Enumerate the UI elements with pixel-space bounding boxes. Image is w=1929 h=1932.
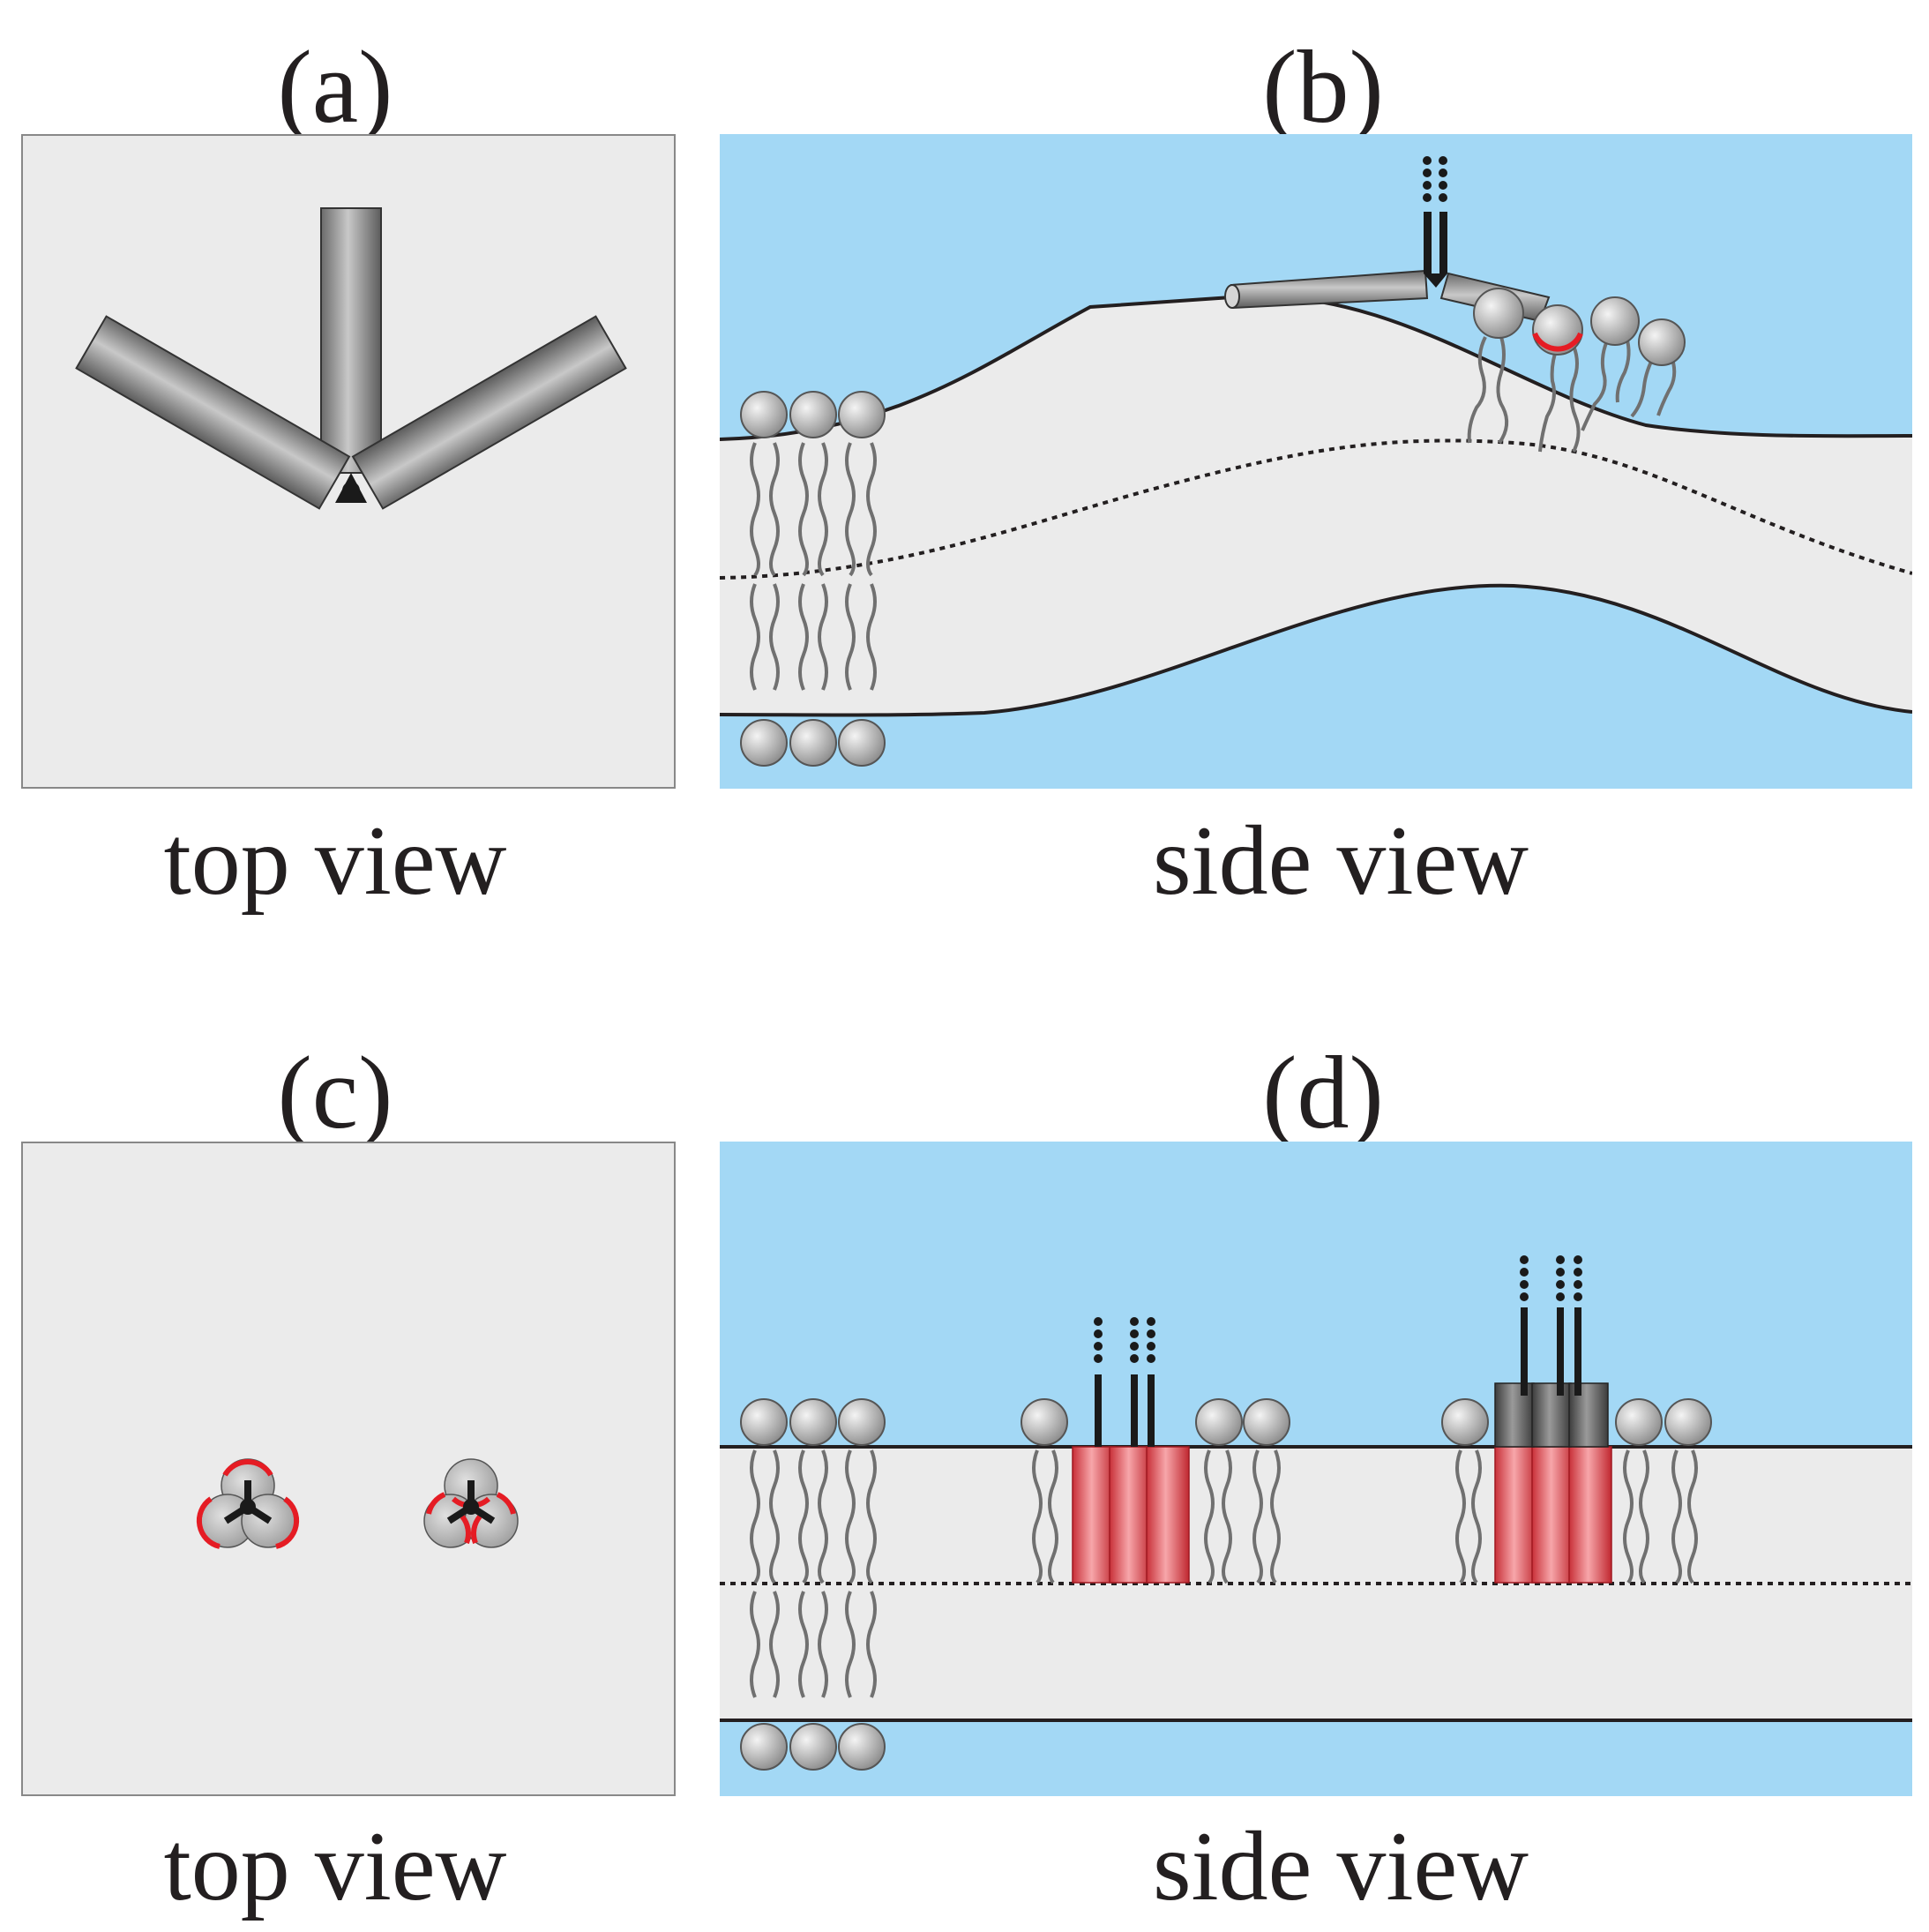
panel-d-side-view bbox=[720, 1142, 1912, 1796]
panel-d-caption: side view bbox=[1152, 1812, 1529, 1921]
panel-a-top-view bbox=[21, 134, 676, 789]
rod-collar-icon bbox=[1494, 1382, 1609, 1448]
panel-b-caption: side view bbox=[1152, 806, 1529, 916]
rod-left bbox=[75, 315, 351, 510]
amphipathic-helix-icon bbox=[1532, 304, 1583, 356]
lipid-tails-inserted bbox=[1467, 336, 1677, 453]
helix-bundle-2 bbox=[1494, 1446, 1612, 1584]
midplane-line bbox=[720, 438, 1912, 580]
lipid-heads-insertion-1 bbox=[1021, 1398, 1290, 1446]
panel-b-letter: (b) bbox=[1262, 29, 1384, 145]
trimer-inward-helices bbox=[423, 1458, 519, 1548]
lipid-stack-left bbox=[750, 442, 877, 691]
rod-right bbox=[351, 315, 627, 510]
panel-d-letter: (d) bbox=[1262, 1035, 1384, 1150]
anchor-stalks-1-icon bbox=[1094, 1317, 1155, 1447]
panel-c-top-view bbox=[21, 1142, 676, 1796]
hub-icon bbox=[335, 473, 367, 503]
lipid-stack-left bbox=[750, 1449, 877, 1698]
anchor-stalk-icon bbox=[1423, 156, 1447, 288]
rod-vertical bbox=[320, 207, 382, 474]
lipids-around-insertion-2 bbox=[1455, 1449, 1698, 1584]
panel-b-side-view bbox=[720, 134, 1912, 789]
lipid-heads-insertion-2 bbox=[1441, 1398, 1712, 1446]
membrane-bilayer bbox=[720, 296, 1912, 715]
lipids-around-insertion-1 bbox=[1032, 1449, 1281, 1584]
lipid-heads-top-left bbox=[740, 1398, 886, 1446]
rod-left-bound bbox=[1224, 269, 1429, 310]
lipid-heads-bottom-left bbox=[740, 1723, 886, 1771]
panel-a-caption: top view bbox=[163, 806, 507, 916]
lipid-heads-top-left bbox=[740, 391, 886, 438]
panel-c-caption: top view bbox=[163, 1812, 507, 1921]
trimer-outward-helices bbox=[196, 1458, 300, 1549]
anchor-stalks-2-icon bbox=[1520, 1255, 1582, 1396]
helix-bundle-1 bbox=[1072, 1446, 1190, 1584]
panel-a-letter: (a) bbox=[277, 29, 393, 145]
panel-c-letter: (c) bbox=[277, 1035, 393, 1150]
lipid-heads-inserted bbox=[1473, 288, 1686, 366]
lipid-heads-bottom-left bbox=[740, 719, 886, 767]
